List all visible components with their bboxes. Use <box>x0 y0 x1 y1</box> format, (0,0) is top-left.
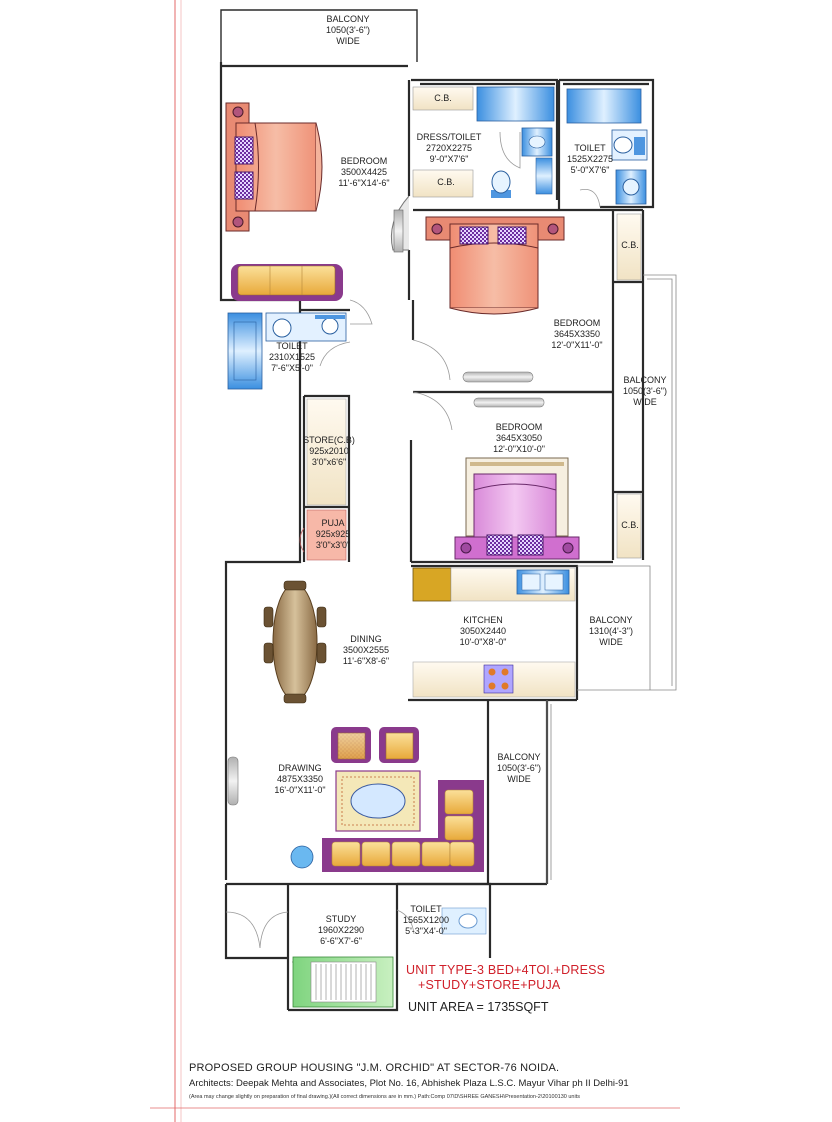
drawing-furniture <box>227 727 484 872</box>
architects-line: Architects: Deepak Mehta and Associates,… <box>189 1078 629 1089</box>
study-toilet3 <box>225 907 487 1008</box>
page-margins <box>150 0 680 1122</box>
dining-furniture <box>263 580 327 704</box>
toilet-1-fixtures <box>227 299 373 390</box>
project-title: PROPOSED GROUP HOUSING "J.M. ORCHID" AT … <box>189 1062 560 1074</box>
unit-area: UNIT AREA = 1735SQFT <box>408 1000 549 1014</box>
kitchen-furniture <box>412 567 576 698</box>
doors-middle <box>412 339 545 431</box>
bedroom-2-furniture <box>425 213 642 315</box>
room-label-cb-2: C.B. <box>437 177 455 187</box>
unit-type-title: UNIT TYPE-3 BED+4TOI.+DRESS +STUDY+STORE… <box>406 963 606 992</box>
room-label-cb-3: C.B. <box>621 240 639 250</box>
bedroom-3-furniture <box>454 457 642 560</box>
room-label-cb-4: C.B. <box>621 520 639 530</box>
store-puja <box>299 398 347 561</box>
door-bedroom-1 <box>390 195 410 253</box>
walls <box>219 9 655 1012</box>
toilet-2-fixtures <box>566 88 648 208</box>
area-note: (Area may change slightly on preparation… <box>189 1094 580 1100</box>
bedroom-1-furniture <box>225 102 343 301</box>
room-label-cb-1: C.B. <box>434 93 452 103</box>
dress-toilet-fixtures <box>412 86 555 198</box>
